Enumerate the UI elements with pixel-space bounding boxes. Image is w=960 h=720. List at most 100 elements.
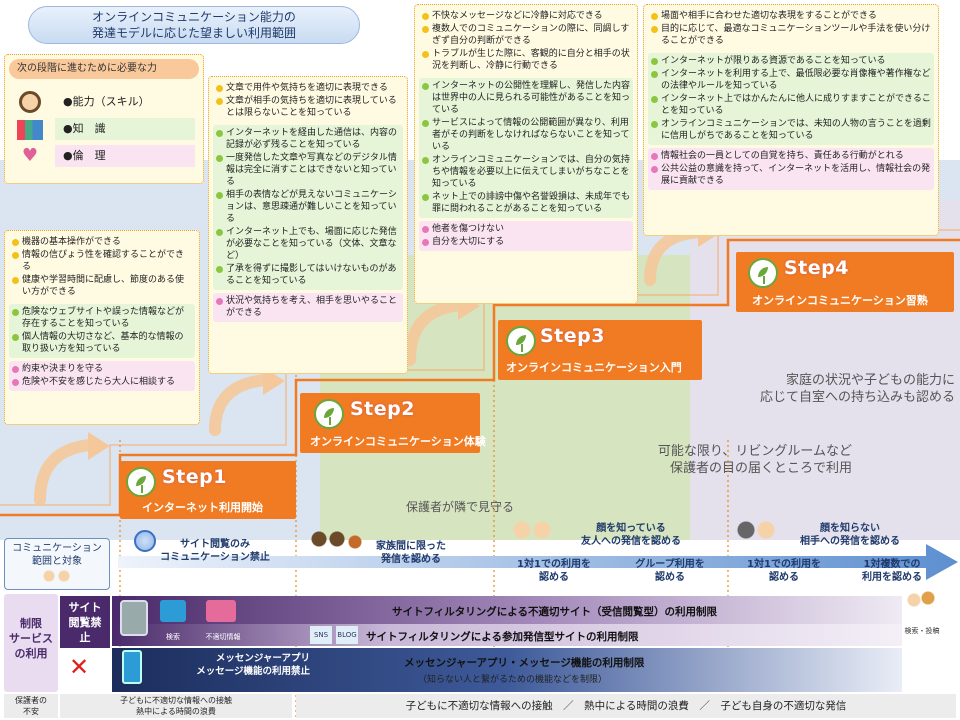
scope-sub-3: 1対1での利用を認める	[747, 559, 821, 583]
books-icon	[17, 120, 43, 140]
scope-sub-1: 1対1での利用を認める	[517, 559, 591, 583]
inappropriate-info-label: 不適切情報	[205, 633, 241, 641]
card3-ethics: 他者を傷つけない自分を大切にする	[419, 221, 633, 251]
card4-ethics: 情報社会の一員としての自覚を持ち、責任ある行動がとれる公共公益の意識を持って、イ…	[648, 148, 934, 190]
scope-label: コミュニケーション範囲と対象	[4, 538, 110, 590]
band-site-filter: サイトフィルタリングによる不適切サイト（受信閲覧型）の利用制限	[112, 596, 902, 626]
sprout-icon	[506, 326, 536, 356]
step2-box: Step2 オンラインコミュニケーション体験	[300, 393, 486, 453]
card4-knowledge: インターネットが限りある資源であることを知っているインターネットを利用する上で、…	[648, 53, 934, 145]
card-item: 他者を傷つけない	[422, 223, 630, 235]
sprout-icon	[748, 258, 778, 288]
card-item: サービスによって情報の公開範囲が異なり、利用者がその判断をしなければならないこと…	[422, 117, 630, 153]
card-item: インターネットを利用する上で、最低限必要な肖像権や著作権などの法律やルールを知っ…	[651, 68, 931, 92]
card-item: 不快なメッセージなどに冷静に対応できる	[422, 10, 630, 22]
card-item: 状況や気持ちを考え、相手を思いやることができる	[216, 295, 400, 319]
page-title: オンラインコミュニケーション能力の発達モデルに応じた望ましい利用範囲	[28, 6, 360, 44]
step4-title: Step4	[784, 257, 849, 279]
card-item: 危険なウェブサイトや誤った情報などが存在することを知っている	[12, 306, 192, 330]
band-site-filter-text: サイトフィルタリングによる不適切サイト（受信閲覧型）の利用制限	[392, 606, 717, 618]
card-item: 文章で用件や気持ちを適切に表現できる	[216, 82, 400, 94]
card-item: 健康や学習時間に配慮し、節度のある使い方ができる	[12, 274, 192, 298]
legend-item-knowledge: ●知 識	[55, 118, 195, 140]
card-item: 情報社会の一員としての自覚を持ち、責任ある行動がとれる	[651, 150, 931, 162]
zone-parent-nearby-text: 保護者が隣で見守る	[405, 500, 514, 514]
card-item: インターネット上でも、場面に応じた発信が必要なことを知っている（文体、文章など）	[216, 226, 400, 262]
inappropriate-info-icon	[206, 600, 236, 622]
scope-cell-4: 顔を知らない相手への発信を認める	[800, 523, 900, 547]
legend: 次の段階に進むために必要な力 ●能力（スキル） ●知 識 ●倫 理 ♥	[4, 54, 204, 184]
scope-cell-3: 顔を知っている友人への発信を認める	[581, 523, 681, 547]
card-item: トラブルが生じた際に、客観的に自分と相手の状況を判断し、冷静に行動できる	[422, 48, 630, 72]
sprout-icon	[314, 399, 344, 429]
card-item: 情報の信ぴょう性を確認することができる	[12, 249, 192, 273]
search-icon	[160, 600, 186, 622]
scope-cell-2: 家族間に限った発信を認める	[376, 541, 446, 565]
site-ban-label: サイト閲覧禁止	[60, 596, 110, 648]
step4-box: Step4 オンラインコミュニケーション習熟	[736, 252, 954, 312]
band-messenger-text: メッセンジャーアプリ・メッセージ機能の利用制限	[404, 657, 645, 669]
card-item: 約束や決まりを守る	[12, 363, 192, 375]
card-item: 一度発信した文章や写真などのデジタル情報は完全に消すことはできないと知っている	[216, 152, 400, 188]
band-post-filter-text: サイトフィルタリングによる参加発信型サイトの利用制限	[366, 631, 639, 643]
scope-arrow	[118, 544, 958, 580]
card4-skill: 場面や相手に合わせた適切な表現をすることができる目的に応じて、最適なコミュニケー…	[648, 8, 934, 50]
search-post-label: 検索・投稿	[904, 627, 940, 635]
step2-subtitle: オンラインコミュニケーション体験	[310, 435, 486, 448]
zone-own-room-text: 家庭の状況や子どもの能力に応じて自室への持ち込みも認める	[759, 373, 955, 405]
scope-cell-1: サイト閲覧のみコミュニケーション禁止	[160, 539, 270, 563]
concern-label: 保護者の不安	[4, 694, 58, 718]
card1-skill: 機器の基本操作ができる情報の信ぴょう性を確認することができる健康や学習時間に配慮…	[9, 234, 195, 301]
card2-ethics: 状況や気持ちを考え、相手を思いやることができる	[213, 293, 403, 322]
globe-icon	[134, 530, 156, 552]
card-item: 自分を大切にする	[422, 236, 630, 248]
card-item: 公共公益の意識を持って、インターネットを活用し、情報社会の発展に貢献できる	[651, 163, 931, 187]
step3-title: Step3	[540, 325, 605, 347]
search-icon-label: 検索	[166, 633, 180, 641]
concern-right: 子どもに不適切な情報への接触 ／ 熱中による時間の浪費 ／ 子ども自身の不適切な…	[296, 694, 956, 718]
card-item: インターネットを経由した通信は、内容の記録が必ず残ることを知っている	[216, 127, 400, 151]
blog-icon: BLOG	[336, 626, 358, 644]
heart-hands-icon: ♥	[21, 145, 39, 166]
stranger-icon	[736, 520, 776, 546]
card-step2: 文章で用件や気持ちを適切に表現できる文章が相手の気持ちを適切に表現しているとは限…	[208, 76, 408, 374]
card2-knowledge: インターネットを経由した通信は、内容の記録が必ず残ることを知っている一度発信した…	[213, 125, 403, 290]
card-item: オンラインコミュニケーションでは、未知の人物の言うことを過剰に信用しがちであるこ…	[651, 118, 931, 142]
step1-title: Step1	[162, 466, 227, 488]
card-item: 個人情報の大切さなど、基本的な情報の取り扱い方を知っている	[12, 331, 192, 355]
band-post-filter: サイトフィルタリングによる参加発信型サイトの利用制限	[112, 624, 902, 646]
step2-title: Step2	[350, 398, 415, 420]
scope-sub-4: 1対複数での利用を認める	[862, 559, 922, 583]
legend-item-skill: ●能力（スキル）	[55, 91, 195, 113]
search-post-icon	[904, 588, 940, 618]
card-item: ネット上での誹謗中傷や名誉毀損は、未成年でも罪に問われることがあることを知ってい…	[422, 191, 630, 215]
robot-icon	[120, 600, 148, 636]
card-item: 複数人でのコミュニケーションの際に、同調しすぎず自分の判断ができる	[422, 23, 630, 47]
children-icon	[42, 570, 72, 582]
card-item: 危険や不安を感じたら大人に相談する	[12, 376, 192, 388]
smartphone-icon	[122, 650, 142, 684]
concern-left: 子どもに不適切な情報への接触熱中による時間の浪費	[60, 694, 292, 718]
friends-icon	[512, 520, 552, 546]
card-item: インターネットの公開性を理解し、発信した内容は世界中の人に見られる可能性があるこ…	[422, 80, 630, 116]
band-messenger-subtext: （知らない人と繋がるための機能などを制限）	[418, 675, 608, 685]
restriction-label: 制限サービスの利用	[4, 594, 58, 692]
messenger-ban-label: メッセンジャーアプリメッセージ機能の利用禁止	[196, 653, 310, 677]
card-item: インターネット上ではかんたんに他人に成りすますことができることを知っている	[651, 93, 931, 117]
card-item: 場面や相手に合わせた適切な表現をすることができる	[651, 10, 931, 22]
card1-ethics: 約束や決まりを守る危険や不安を感じたら大人に相談する	[9, 361, 195, 391]
card2-skill: 文章で用件や気持ちを適切に表現できる文章が相手の気持ちを適切に表現しているとは限…	[213, 80, 403, 122]
card-step4: 場面や相手に合わせた適切な表現をすることができる目的に応じて、最適なコミュニケー…	[643, 4, 939, 236]
legend-heading: 次の段階に進むために必要な力	[9, 59, 199, 79]
card-item: 目的に応じて、最適なコミュニケーションツールや手法を使い分けることができる	[651, 23, 931, 47]
card-step3: 不快なメッセージなどに冷静に対応できる複数人でのコミュニケーションの際に、同調し…	[414, 4, 638, 304]
card-item: 了承を得ずに撮影してはいけないものがあることを知っている	[216, 263, 400, 287]
card-item: 機器の基本操作ができる	[12, 236, 192, 248]
zone-living-room-text: 可能な限り、リビングルームなど保護者の目の届くところで利用	[657, 444, 852, 476]
child-face-icon	[19, 91, 41, 113]
card-item: インターネットが限りある資源であることを知っている	[651, 55, 931, 67]
step4-subtitle: オンラインコミュニケーション習熟	[752, 294, 928, 307]
sprout-icon	[126, 467, 156, 497]
card-item: 文章が相手の気持ちを適切に表現しているとは限らないことを知っている	[216, 95, 400, 119]
card1-knowledge: 危険なウェブサイトや誤った情報などが存在することを知っている個人情報の大切さなど…	[9, 304, 195, 358]
